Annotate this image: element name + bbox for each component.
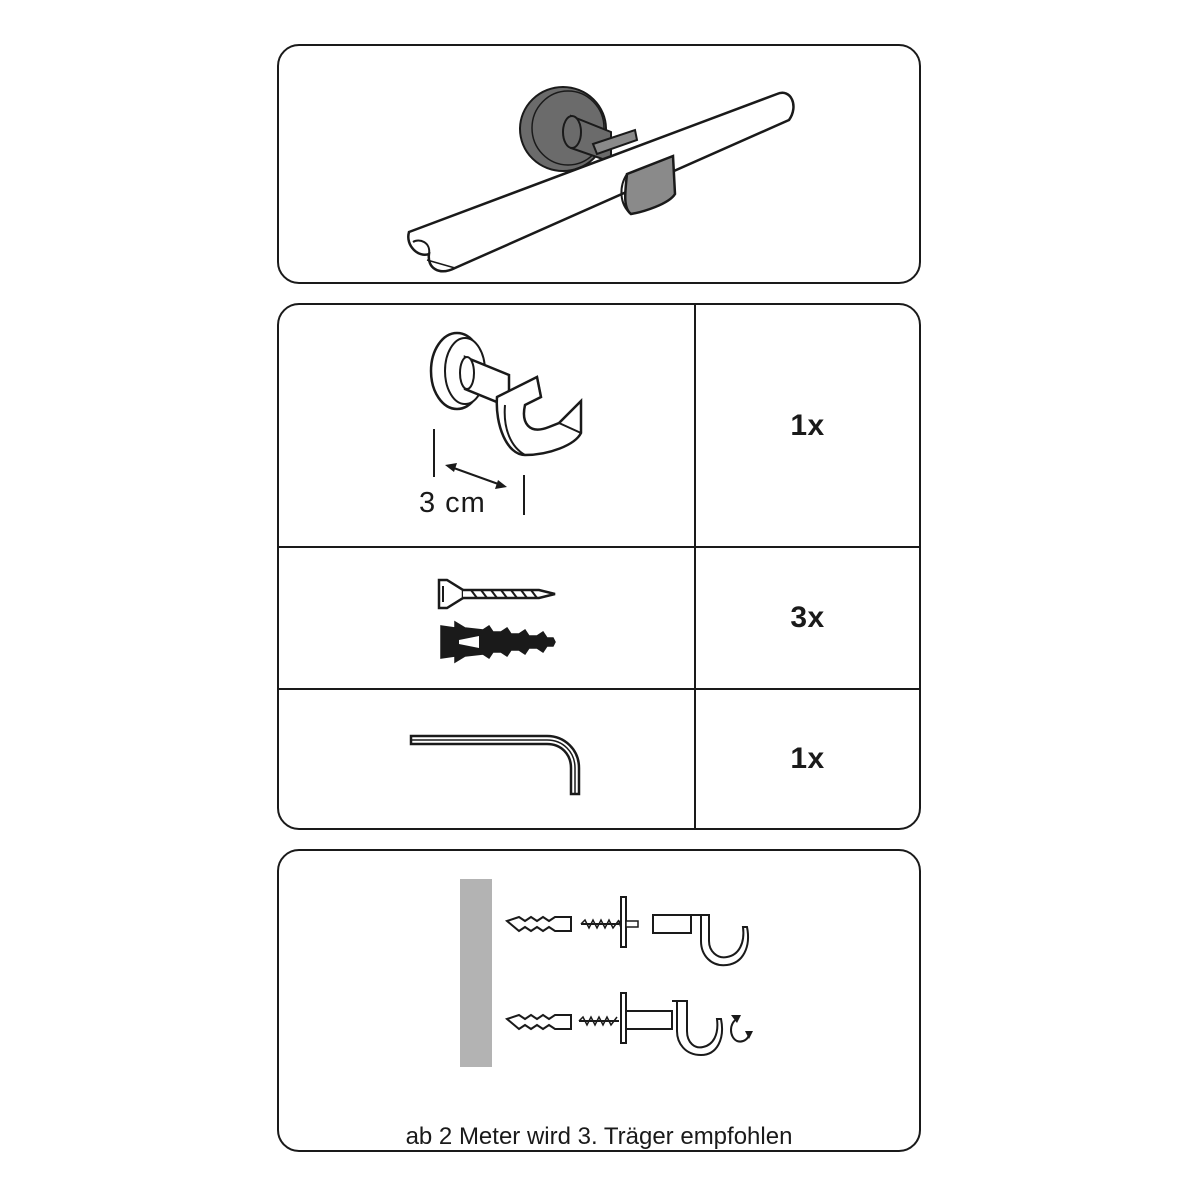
step-1-components bbox=[504, 896, 749, 967]
contents-panel: 3 cm 1x 3x 1x bbox=[277, 303, 921, 830]
screw-and-dowel-icon bbox=[437, 578, 556, 664]
installation-caption: ab 2 Meter wird 3. Träger empfohlen bbox=[405, 1123, 793, 1150]
bracket-illustration-cell: 3 cm bbox=[279, 305, 696, 546]
quantity-screws: 3x bbox=[790, 601, 825, 634]
step-2-components bbox=[504, 992, 753, 1057]
dimension-label: 3 cm bbox=[419, 487, 486, 519]
contents-row-allen-key: 1x bbox=[279, 688, 919, 828]
wall-bracket-icon bbox=[429, 331, 583, 515]
product-overview-panel bbox=[277, 44, 921, 284]
curtain-rod-bracket-illustration bbox=[407, 86, 795, 273]
contents-row-screws: 3x bbox=[279, 546, 919, 688]
wall-section bbox=[460, 879, 492, 1067]
installation-panel: ab 2 Meter wird 3. Träger empfohlen bbox=[277, 849, 921, 1152]
allen-key-illustration-cell bbox=[279, 690, 696, 828]
quantity-bracket: 1x bbox=[790, 408, 825, 442]
installation-steps-diagram bbox=[460, 879, 753, 1067]
contents-row-bracket: 3 cm 1x bbox=[279, 305, 919, 546]
quantity-allen-key: 1x bbox=[790, 742, 825, 775]
allen-key-icon bbox=[409, 734, 581, 796]
screws-illustration-cell bbox=[279, 548, 696, 688]
